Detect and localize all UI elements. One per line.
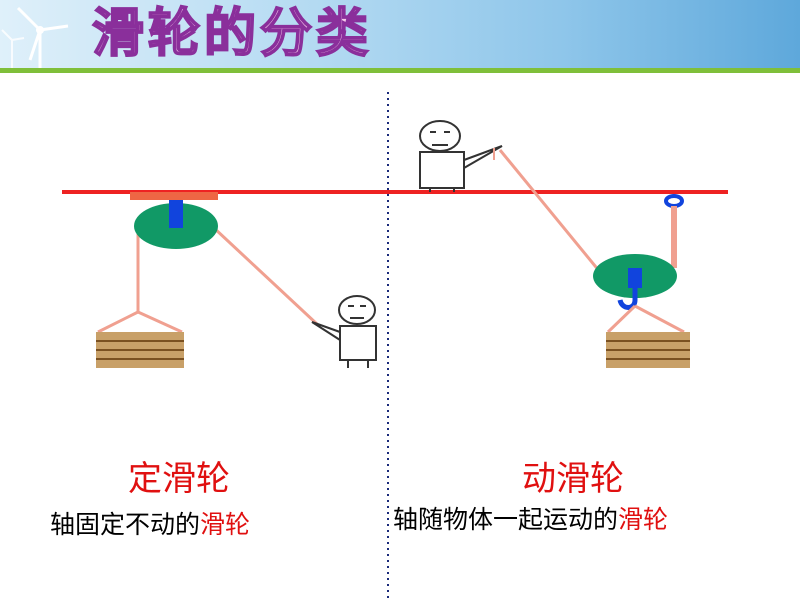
- pulley-mount: [130, 192, 218, 200]
- header-banner: 滑轮的分类: [0, 0, 800, 68]
- movable-pulley-axle: [628, 268, 642, 288]
- stick-figure-icon: [419, 120, 503, 192]
- crate-icon: [606, 304, 690, 368]
- rope-pull-side: [212, 226, 320, 327]
- header-divider: [0, 68, 800, 73]
- fixed-pulley-axle: [169, 200, 183, 228]
- windmill-icon: [1, 6, 69, 68]
- fixed-pulley-desc-highlight: 滑轮: [200, 510, 251, 539]
- hook-icon: [617, 288, 638, 310]
- fixed-pulley-assembly: [96, 192, 377, 368]
- fixed-pulley-desc-text: 轴固定不动的: [50, 510, 201, 539]
- page-title: 滑轮的分类: [91, 3, 373, 65]
- movable-pulley-assembly: [419, 120, 690, 368]
- fixed-pulley-title: 定滑轮: [128, 459, 230, 499]
- stick-figure-icon: [311, 295, 377, 368]
- crate-icon: [96, 310, 184, 368]
- movable-pulley-desc-highlight: 滑轮: [618, 505, 669, 534]
- ceiling-hook: [664, 194, 684, 208]
- movable-pulley-title: 动滑轮: [522, 459, 624, 499]
- movable-pulley-description: 轴随物体一起运动的滑轮: [393, 500, 668, 536]
- rope-pull-side-right: [498, 149, 602, 273]
- movable-pulley-desc-text: 轴随物体一起运动的: [393, 505, 619, 534]
- fixed-pulley-description: 轴固定不动的滑轮: [50, 505, 250, 541]
